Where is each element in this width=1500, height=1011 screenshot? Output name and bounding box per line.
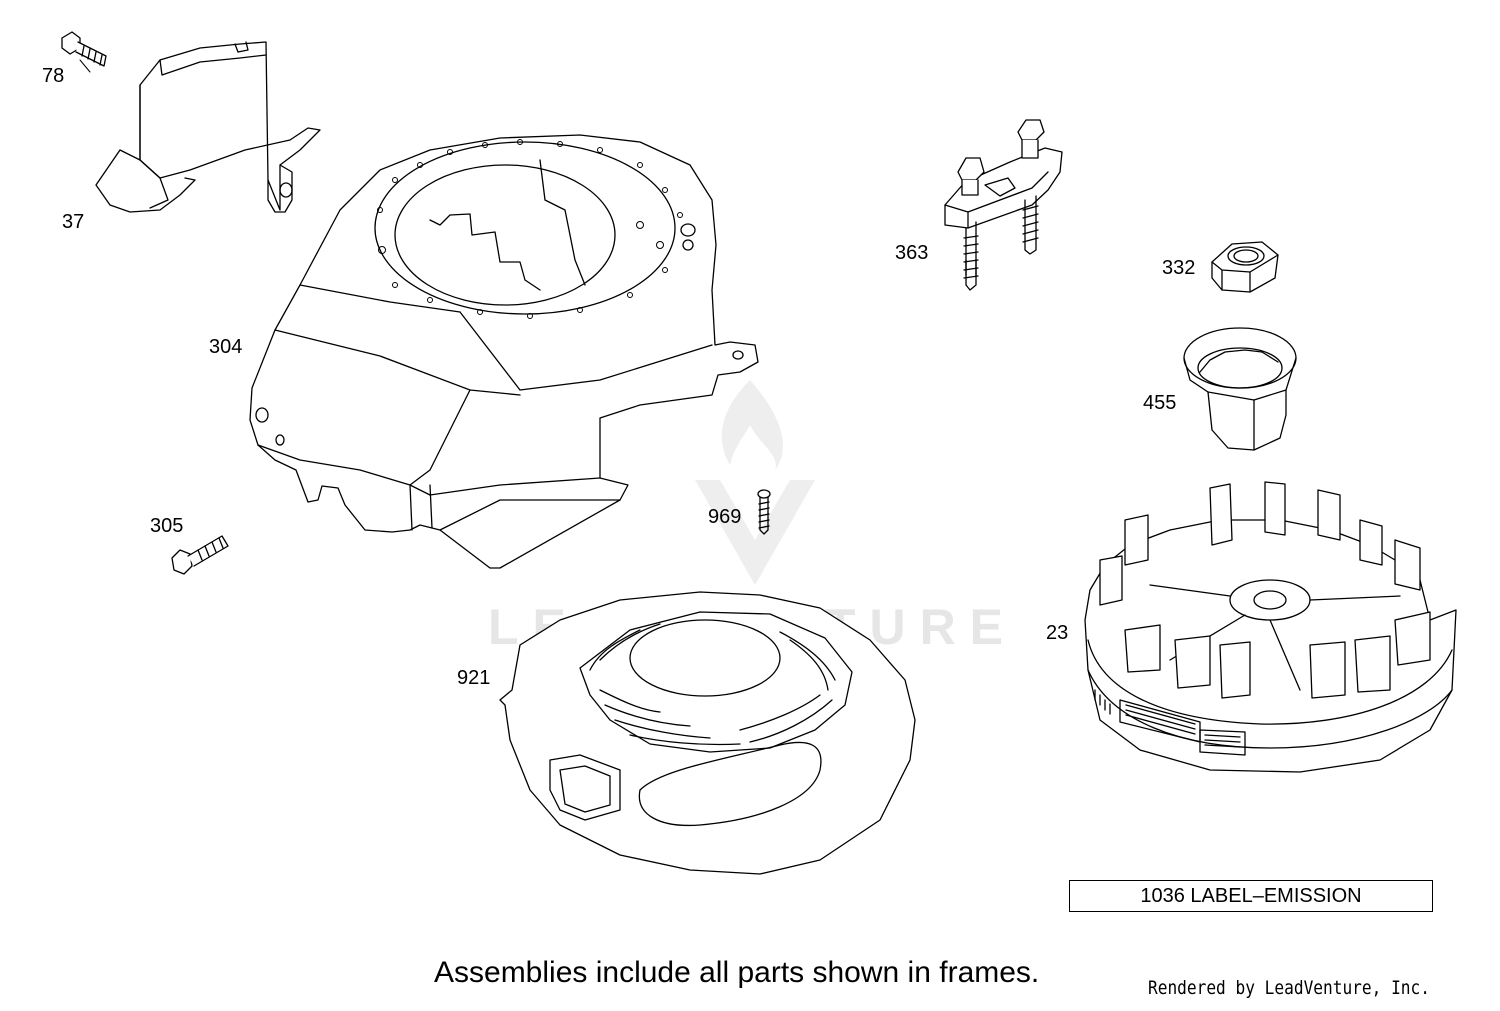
part-label-921[interactable]: 921 xyxy=(457,667,491,689)
part-label-969[interactable]: 969 xyxy=(708,506,742,528)
emission-label-text: 1036 LABEL–EMISSION xyxy=(1140,884,1362,907)
part-455-starter-cup[interactable] xyxy=(1183,327,1297,451)
part-363-bracket[interactable] xyxy=(944,119,1063,291)
part-label-304[interactable]: 304 xyxy=(209,336,243,358)
part-label-78[interactable]: 78 xyxy=(42,65,65,87)
part-label-37[interactable]: 37 xyxy=(62,211,85,233)
part-305-bolt[interactable] xyxy=(171,535,229,575)
part-304-blower-housing[interactable] xyxy=(249,134,759,569)
part-37-baffle[interactable] xyxy=(95,41,321,213)
part-78-bolt[interactable] xyxy=(61,31,107,67)
part-label-332[interactable]: 332 xyxy=(1162,257,1196,279)
render-credit: Rendered by LeadVenture, Inc. xyxy=(1148,977,1430,999)
assemblies-footnote: Assemblies include all parts shown in fr… xyxy=(434,956,1040,989)
part-label-455[interactable]: 455 xyxy=(1143,392,1177,414)
part-label-305[interactable]: 305 xyxy=(150,515,184,537)
part-969-screw[interactable] xyxy=(757,489,771,535)
emission-label-frame[interactable]: 1036 LABEL–EMISSION xyxy=(1069,880,1433,912)
part-23-flywheel[interactable] xyxy=(1084,481,1457,773)
part-label-23[interactable]: 23 xyxy=(1046,622,1069,644)
part-921-guard[interactable] xyxy=(499,591,916,875)
part-332-nut[interactable] xyxy=(1211,241,1279,293)
part-label-363[interactable]: 363 xyxy=(895,242,929,264)
leadventure-logo-icon xyxy=(695,380,815,585)
